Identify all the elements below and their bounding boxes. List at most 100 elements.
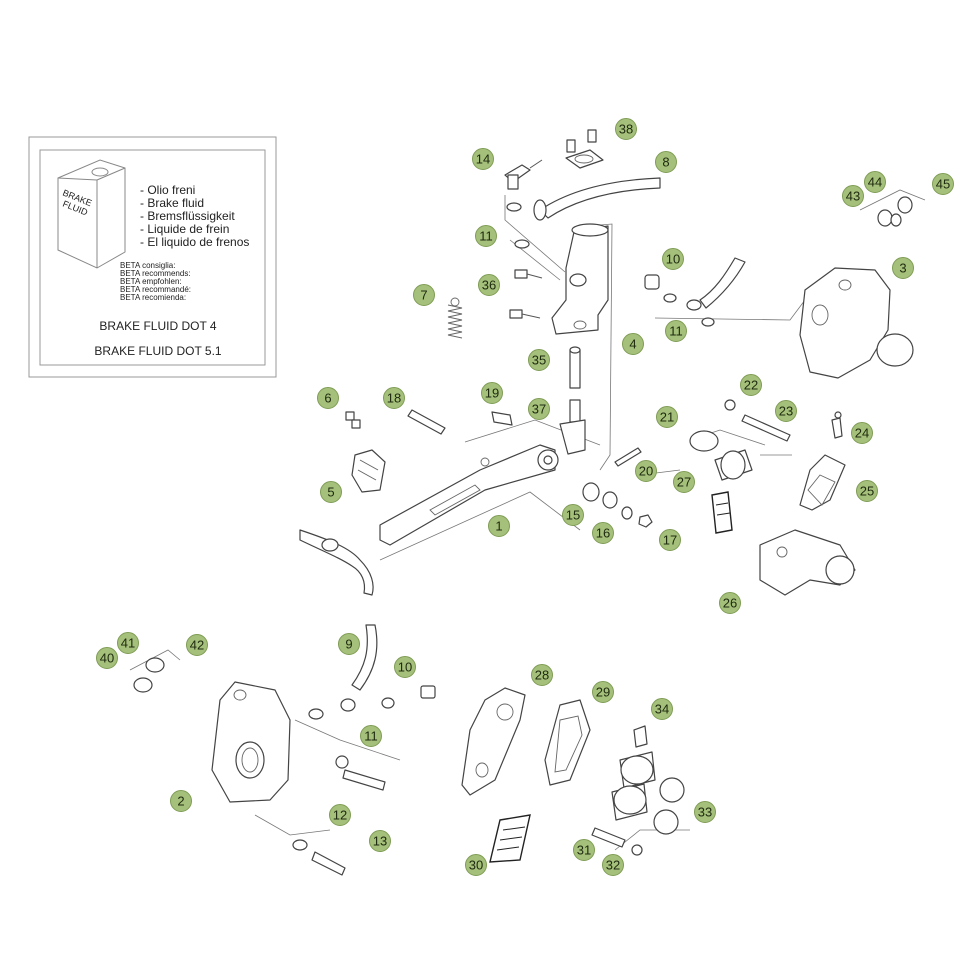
svg-text:42: 42 (190, 638, 204, 653)
rear-brake-hose (299, 529, 374, 596)
svg-text:28: 28 (535, 668, 549, 683)
callout-16: 16 (592, 522, 614, 544)
svg-text:32: 32 (606, 858, 620, 873)
callout-5: 5 (320, 481, 342, 503)
callout-45: 45 (932, 173, 954, 195)
screws-6 (345, 411, 361, 429)
svg-text:10: 10 (666, 252, 680, 267)
brake-fluid-info-box: BRAKE FLUID - Olio freni - Brake fluid -… (28, 136, 277, 378)
callout-12: 12 (329, 804, 351, 826)
callout-23: 23 (775, 400, 797, 422)
svg-text:5: 5 (327, 485, 334, 500)
spring-clip-27 (711, 491, 733, 534)
caliper-bracket-26 (759, 529, 856, 596)
callout-36: 36 (478, 274, 500, 296)
svg-text:25: 25 (860, 484, 874, 499)
svg-text:29: 29 (596, 685, 610, 700)
svg-text:16: 16 (596, 526, 610, 541)
svg-text:4: 4 (629, 337, 636, 352)
svg-text:43: 43 (846, 189, 860, 204)
callout-40: 40 (96, 647, 118, 669)
lang-line-3: - Bremsflüssigkeit (140, 209, 235, 223)
spring-clip-30 (489, 814, 531, 863)
callout-2: 2 (170, 790, 192, 812)
callout-35: 35 (528, 349, 550, 371)
pads-29 (544, 699, 591, 786)
svg-text:26: 26 (723, 596, 737, 611)
recommends-line-5: BETA recomienda: (120, 293, 186, 302)
svg-text:7: 7 (420, 288, 427, 303)
callout-31: 31 (573, 839, 595, 861)
svg-text:34: 34 (655, 702, 669, 717)
callout-34: 34 (651, 698, 673, 720)
svg-text:18: 18 (387, 391, 401, 406)
banjo-bolt-14 (504, 159, 543, 190)
callout-27: 27 (673, 471, 695, 493)
svg-text:14: 14 (476, 152, 490, 167)
svg-text:17: 17 (663, 533, 677, 548)
pin-18 (407, 409, 446, 435)
callout-38: 38 (615, 118, 637, 140)
hose-connection-10 (644, 257, 746, 327)
bolt-36 (509, 269, 543, 319)
callout-8: 8 (655, 151, 677, 173)
washers-11-upper (506, 202, 530, 249)
svg-text:13: 13 (373, 834, 387, 849)
callout-11-lower: 11 (360, 725, 382, 747)
svg-text:36: 36 (482, 278, 496, 293)
callout-10-lower: 10 (394, 656, 416, 678)
svg-text:27: 27 (677, 475, 691, 490)
lang-line-4: - Liquide de frein (140, 222, 229, 236)
callout-29: 29 (592, 681, 614, 703)
spec-dot51: BRAKE FLUID DOT 5.1 (94, 344, 221, 358)
callout-28: 28 (531, 664, 553, 686)
push-rod-35 (569, 346, 581, 389)
callout-22: 22 (740, 374, 762, 396)
svg-text:12: 12 (333, 808, 347, 823)
svg-text:30: 30 (469, 858, 483, 873)
svg-text:41: 41 (121, 636, 135, 651)
svg-text:37: 37 (532, 402, 546, 417)
callout-44: 44 (864, 171, 886, 193)
caliper-seals-43-44-45 (877, 196, 913, 227)
callouts: 1 2 3 4 5 6 7 8 9 10 10 11 11 11 12 13 1… (96, 118, 954, 876)
clevis-37 (559, 399, 586, 455)
hose-fittings-10-11-lower (308, 685, 436, 720)
callout-10-upper: 10 (662, 248, 684, 270)
callout-15: 15 (562, 504, 584, 526)
svg-text:10: 10 (398, 660, 412, 675)
cotter-pin-20 (614, 447, 642, 467)
washers-15-16-17 (582, 482, 653, 528)
callout-1: 1 (488, 515, 510, 537)
callout-17: 17 (659, 529, 681, 551)
rear-caliper-2 (211, 681, 291, 803)
svg-text:38: 38 (619, 122, 633, 137)
leader-lines (129, 189, 926, 851)
callout-13: 13 (369, 830, 391, 852)
callout-19: 19 (481, 382, 503, 404)
pin-22-23 (724, 399, 791, 442)
svg-text:31: 31 (577, 843, 591, 858)
callout-30: 30 (465, 854, 487, 876)
svg-text:19: 19 (485, 386, 499, 401)
svg-text:11: 11 (364, 729, 378, 744)
recommends-line-3: BETA empfohlen: (120, 277, 182, 286)
mounting-bolts-and-plate-38 (565, 129, 604, 169)
caliper-bracket-28 (461, 687, 526, 796)
svg-text:33: 33 (698, 805, 712, 820)
callout-3: 3 (892, 257, 914, 279)
svg-text:23: 23 (779, 404, 793, 419)
recommends-line-4: BETA recommandé: (120, 285, 191, 294)
lang-line-1: - Olio freni (140, 183, 195, 197)
recommends-line-2: BETA recommends: (120, 269, 191, 278)
svg-text:24: 24 (855, 426, 869, 441)
svg-text:35: 35 (532, 353, 546, 368)
callout-33: 33 (694, 801, 716, 823)
callout-6: 6 (317, 387, 339, 409)
bleeder-24 (831, 411, 843, 439)
svg-text:11: 11 (479, 229, 493, 244)
callout-24: 24 (851, 422, 873, 444)
callout-21: 21 (656, 406, 678, 428)
clip-19 (491, 411, 513, 426)
